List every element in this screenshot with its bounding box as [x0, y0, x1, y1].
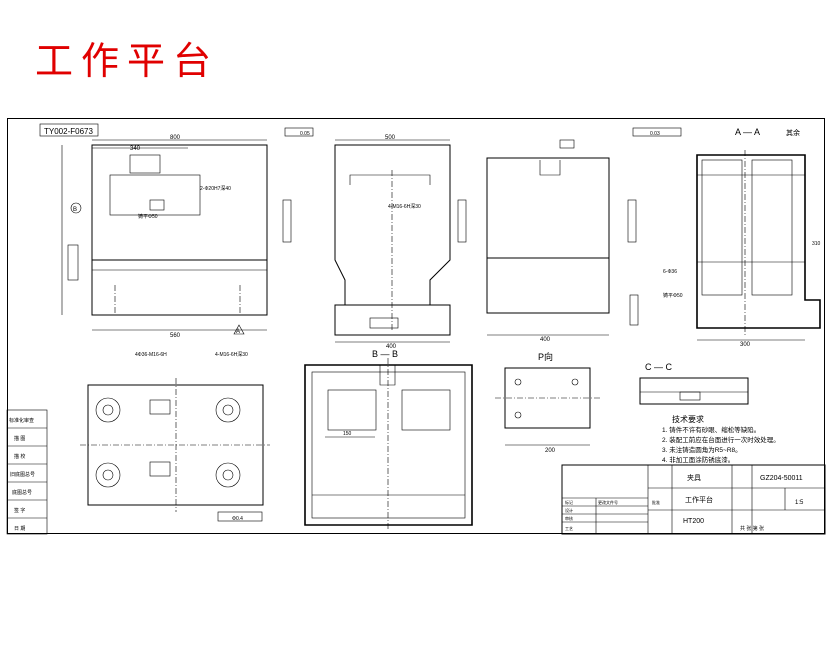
dim-310: 310 — [812, 241, 821, 247]
tol-note: Φ0.4 — [232, 516, 243, 522]
drawing-code-box — [39, 123, 99, 137]
dim-560: 560 — [170, 333, 181, 339]
dim-end-bottom: 400 — [540, 337, 551, 343]
tech-item-4: 4. 非加工面涂防锈底漆。 — [662, 455, 734, 464]
tb-drawing-no: GZ204-50011 — [760, 475, 803, 482]
section-cc-title: C — C — [645, 362, 673, 372]
tech-item-1: 1. 铸件不许有砂眼、缩松等缺陷。 — [662, 425, 760, 434]
left-strip-3: 描 校 — [14, 453, 25, 460]
section-aa-outline — [696, 154, 821, 329]
left-strip-2: 描 图 — [14, 435, 25, 442]
dim-side-bottom: 400 — [386, 344, 397, 350]
drawing-sheet — [7, 118, 825, 534]
tb-row-1: 标记 — [565, 499, 573, 505]
holes-note-br: 4-M16-6H深30 — [215, 351, 248, 358]
left-strip-4: 旧底图总号 — [10, 471, 35, 478]
tb-row-10: 工艺 — [565, 526, 573, 531]
rest-roughness-label: 其余 — [786, 128, 800, 137]
section-aa-title: A — A — [735, 127, 760, 137]
a-marker-text: A — [236, 329, 240, 335]
dim-p-bottom: 200 — [545, 448, 556, 454]
page-title: 工作平台 — [35, 39, 220, 83]
tb-row-9: 审核 — [565, 515, 573, 521]
side-view: 500 400 4-M16-6H深30 — [282, 135, 467, 350]
tech-item-3: 3. 未注铸造圆角为R5~R8。 — [662, 445, 742, 454]
tb-row-7: 设计 — [565, 507, 573, 513]
left-strip-1: 标准化审查 — [9, 417, 34, 424]
p-view: P向 200 — [495, 351, 600, 454]
section-aa: A — A 其余 0.03 300 310 6-Φ36 铸平Φ50 — [632, 127, 821, 348]
plan-view: 4Φ36-M16-6H 4-M16-6H深30 Φ0.4 — [80, 351, 270, 522]
holes-note-bl: 4Φ36-M16-6H — [135, 352, 167, 358]
end-view-upper — [486, 157, 610, 259]
tech-heading: 技术要求 — [672, 414, 704, 424]
parallel-note: 0.03 — [650, 131, 660, 137]
front-view-upper — [91, 144, 268, 261]
tb-name: 夹具 — [687, 473, 701, 482]
dim-width-front: 800 — [170, 135, 181, 141]
dim-aa-bottom: 300 — [740, 342, 751, 348]
tb-material: HT200 — [683, 518, 704, 525]
flat-note: 铸平Φ50 — [138, 213, 158, 220]
front-view: TY002-F0673 800 340 560 B A 2-Φ20H7深40 铸… — [39, 123, 314, 339]
tech-item-2: 2. 装配工前应在台面进行一次时效处理。 — [662, 435, 780, 444]
left-strip-5: 底图总号 — [12, 489, 32, 496]
tb-scale: 1:5 — [795, 500, 804, 506]
section-cc-outline — [639, 377, 749, 405]
side-view-outline — [334, 144, 451, 306]
section-bb-title: B — B — [372, 349, 398, 359]
flatness-note: 0.05 — [300, 131, 310, 137]
p-view-title: P向 — [538, 351, 553, 362]
tech-requirements: 技术要求 1. 铸件不许有砂眼、缩松等缺陷。 2. 装配工前应在台面进行一次时效… — [662, 414, 780, 464]
p-view-outline — [504, 367, 591, 429]
section-bb: B — B 150 — [304, 349, 473, 530]
left-strip-6: 签 字 — [14, 507, 25, 514]
dim-340: 340 — [130, 146, 141, 152]
hole-a-note: 4-M16-6H深30 — [388, 203, 421, 210]
end-view-lower — [486, 257, 610, 314]
hole-c-note: 6-Φ36 — [663, 269, 677, 275]
tb-part-title: 工作平台 — [685, 495, 713, 504]
left-strip: 标准化审查 描 图 描 校 旧底图总号 底图总号 签 字 日 期 — [6, 409, 48, 535]
tb-sheet: 共 张 第 张 — [740, 525, 764, 532]
dim-bb-150: 150 — [343, 431, 352, 437]
left-strip-7: 日 期 — [14, 526, 25, 532]
flat-note-aa: 铸平Φ50 — [663, 292, 683, 299]
section-bb-outline — [304, 364, 473, 526]
front-view-lower — [91, 259, 268, 316]
tb-row-4: 更改文件号 — [598, 499, 618, 505]
b-marker-text: B — [73, 207, 77, 213]
hole-b-note: 2-Φ20H7深40 — [200, 185, 231, 192]
title-block: 夹具 工作平台 GZ204-50011 HT200 1:5 共 张 第 张 标记… — [561, 464, 826, 535]
end-view: 400 — [486, 139, 639, 343]
drawing-code-text: TY002-F0673 — [44, 127, 93, 136]
section-cc: C — C — [639, 362, 749, 405]
dim-side-top: 500 — [385, 135, 396, 141]
tb-row-11: 批准 — [652, 499, 660, 505]
